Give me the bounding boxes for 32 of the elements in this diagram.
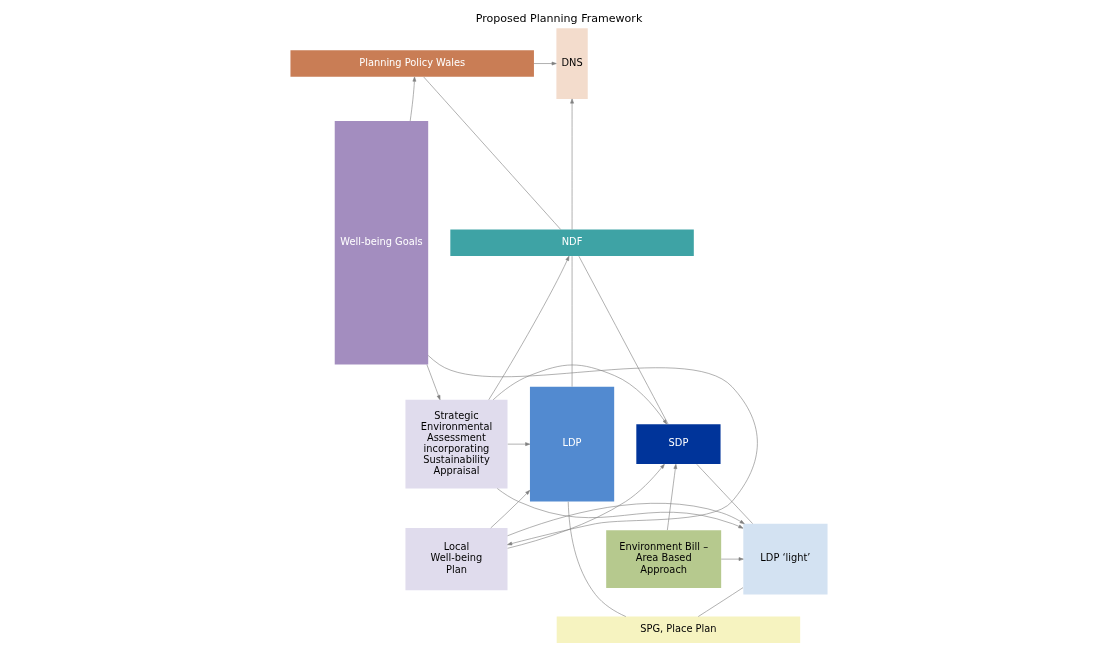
connector xyxy=(423,76,561,230)
arrow xyxy=(533,61,557,66)
arrow xyxy=(667,464,678,531)
node-box: NDF xyxy=(450,229,694,256)
arrow xyxy=(492,364,667,425)
arrow xyxy=(490,490,531,529)
arrow xyxy=(720,557,744,561)
node-box: Local Well-being Plan xyxy=(405,528,508,591)
arrow xyxy=(426,364,441,400)
connector xyxy=(696,464,753,524)
arrow xyxy=(570,98,574,230)
node-box: Environment Bill – Area Based Approach xyxy=(606,530,722,588)
node-box: Strategic Environmental Assessment incorporating Sustainability Appraisal xyxy=(405,399,508,489)
arrow xyxy=(507,442,531,446)
arrow xyxy=(507,503,745,537)
connector xyxy=(567,501,627,617)
arrow xyxy=(497,488,744,529)
diagram-title: Proposed Planning Framework xyxy=(475,12,643,26)
node-box: Well-being Goals xyxy=(334,121,429,365)
node-box: SDP xyxy=(636,424,721,465)
connector xyxy=(578,255,669,425)
node-box: SPG, Place Plan xyxy=(556,616,801,644)
node-box: LDP ‘light’ xyxy=(743,523,828,595)
node-box: Planning Policy Wales xyxy=(290,50,534,77)
arrow xyxy=(427,355,758,546)
arrow xyxy=(409,76,417,122)
node-box: DNS xyxy=(556,28,588,99)
connector xyxy=(697,587,744,617)
arrow xyxy=(488,255,570,400)
arrow xyxy=(507,463,665,549)
connector xyxy=(571,255,573,387)
node-box: LDP xyxy=(529,386,615,502)
